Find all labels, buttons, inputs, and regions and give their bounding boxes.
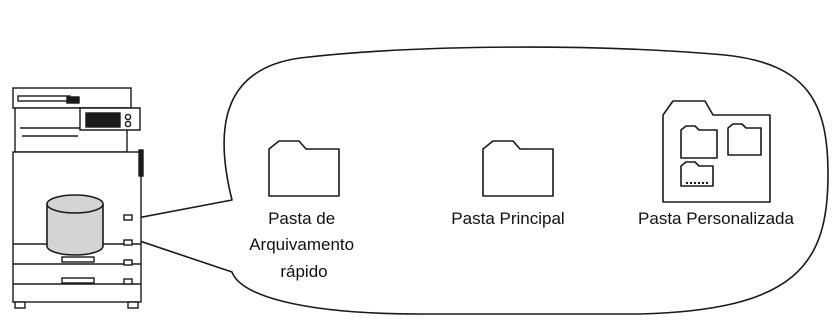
quick-folder-label: Pasta de Arquivamento rápido — [249, 209, 359, 281]
folder-icon — [268, 140, 340, 197]
hard-disk-cylinder-icon — [46, 194, 104, 256]
callout-bubble — [94, 46, 829, 315]
main-folder-label: Pasta Principal — [451, 209, 564, 228]
ellipsis-dots — [686, 182, 708, 184]
folder-icon — [482, 140, 554, 197]
multifunction-printer-icon — [12, 87, 144, 309]
custom-folder-group-icon — [662, 100, 771, 203]
custom-folder-label: Pasta Personalizada — [638, 209, 794, 228]
